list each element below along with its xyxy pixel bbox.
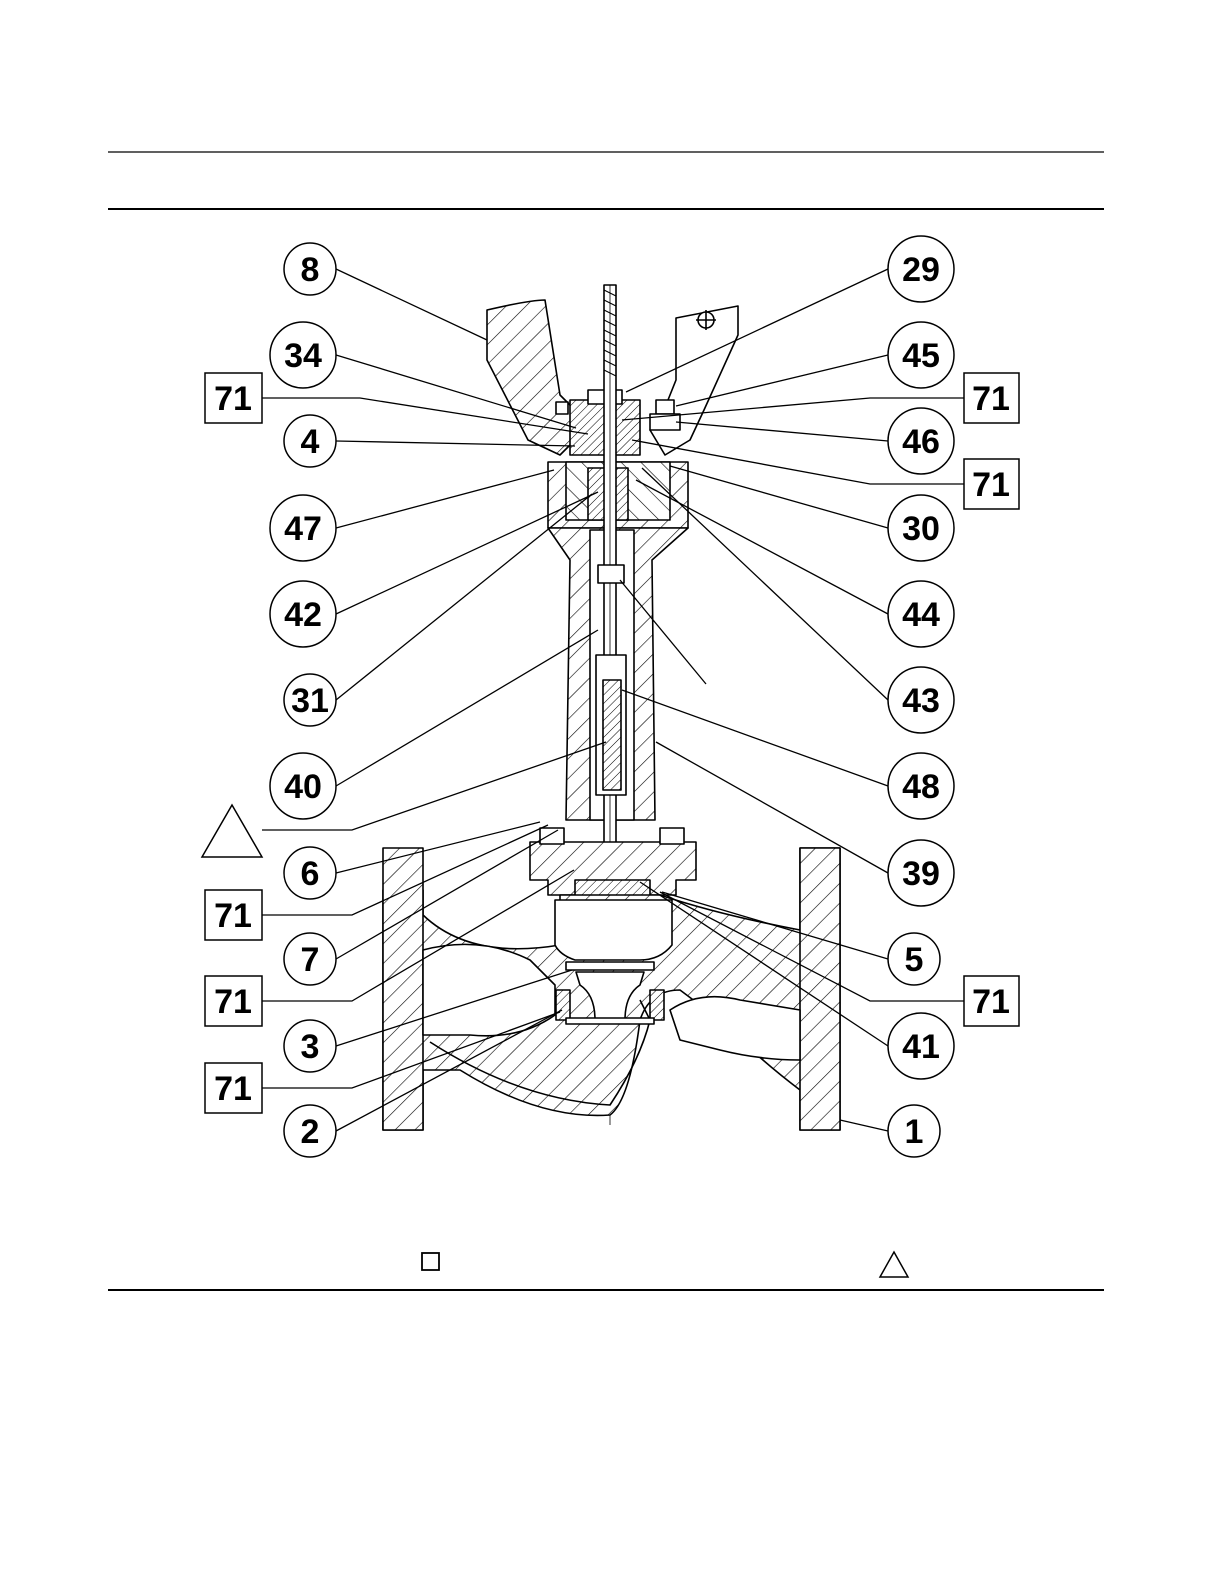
box-callout-71-g: 71 (964, 976, 1019, 1026)
callout-34: 34 (270, 322, 336, 388)
yoke-right-arm (650, 306, 738, 455)
callout-7: 7 (284, 933, 336, 985)
callout-41: 41 (888, 1013, 954, 1079)
callout-5-label: 5 (905, 941, 924, 979)
callout-30-label: 30 (902, 510, 940, 548)
callout-6: 6 (284, 847, 336, 899)
callout-46-label: 46 (902, 423, 940, 461)
callout-4: 4 (284, 415, 336, 467)
callout-42: 42 (270, 581, 336, 647)
legend-triangle-icon (880, 1252, 908, 1277)
callout-7-label: 7 (301, 941, 320, 979)
box-callout-71-f-label: 71 (972, 466, 1010, 504)
callout-6-label: 6 (301, 855, 320, 893)
callout-45-label: 45 (902, 337, 940, 375)
callout-44-label: 44 (902, 596, 940, 634)
callout-29: 29 (888, 236, 954, 302)
triangle-callout-icon (202, 805, 262, 857)
callout-40-label: 40 (284, 768, 322, 806)
callout-3-label: 3 (301, 1028, 320, 1066)
box-callout-71-e: 71 (964, 373, 1019, 423)
valve-drawing (383, 285, 840, 1130)
callout-45: 45 (888, 322, 954, 388)
legend-square-icon (422, 1253, 439, 1270)
callout-30: 30 (888, 495, 954, 561)
box-callout-71-g-label: 71 (972, 983, 1010, 1021)
callout-8-label: 8 (301, 251, 320, 289)
callout-43: 43 (888, 667, 954, 733)
callout-34-label: 34 (284, 337, 322, 375)
box-callout-71-c: 71 (205, 976, 262, 1026)
callout-43-label: 43 (902, 682, 940, 720)
callout-8: 8 (284, 243, 336, 295)
callout-2: 2 (284, 1105, 336, 1157)
callout-42-label: 42 (284, 596, 322, 634)
callout-41-label: 41 (902, 1028, 940, 1066)
callout-39-label: 39 (902, 855, 940, 893)
callout-48-label: 48 (902, 768, 940, 806)
callout-47-label: 47 (284, 510, 322, 548)
callout-29-label: 29 (902, 251, 940, 289)
callout-5: 5 (888, 933, 940, 985)
callout-44: 44 (888, 581, 954, 647)
box-callout-71-f: 71 (964, 459, 1019, 509)
callout-39: 39 (888, 840, 954, 906)
callout-48: 48 (888, 753, 954, 819)
box-callout-71-c-label: 71 (214, 983, 252, 1021)
callout-2-label: 2 (301, 1113, 320, 1151)
callout-40: 40 (270, 753, 336, 819)
callout-47: 47 (270, 495, 336, 561)
box-callout-71-a: 71 (205, 373, 262, 423)
callout-31: 31 (284, 674, 336, 726)
callout-4-label: 4 (301, 423, 320, 461)
callout-46: 46 (888, 408, 954, 474)
box-callout-71-a-label: 71 (214, 380, 252, 418)
box-callout-71-b: 71 (205, 890, 262, 940)
callout-31-label: 31 (291, 682, 329, 720)
box-callout-71-b-label: 71 (214, 897, 252, 935)
callout-3: 3 (284, 1020, 336, 1072)
callout-1: 1 (888, 1105, 940, 1157)
box-callout-71-e-label: 71 (972, 380, 1010, 418)
callout-1-label: 1 (905, 1113, 924, 1151)
box-callout-71-d: 71 (205, 1063, 262, 1113)
box-callout-71-d-label: 71 (214, 1070, 252, 1108)
